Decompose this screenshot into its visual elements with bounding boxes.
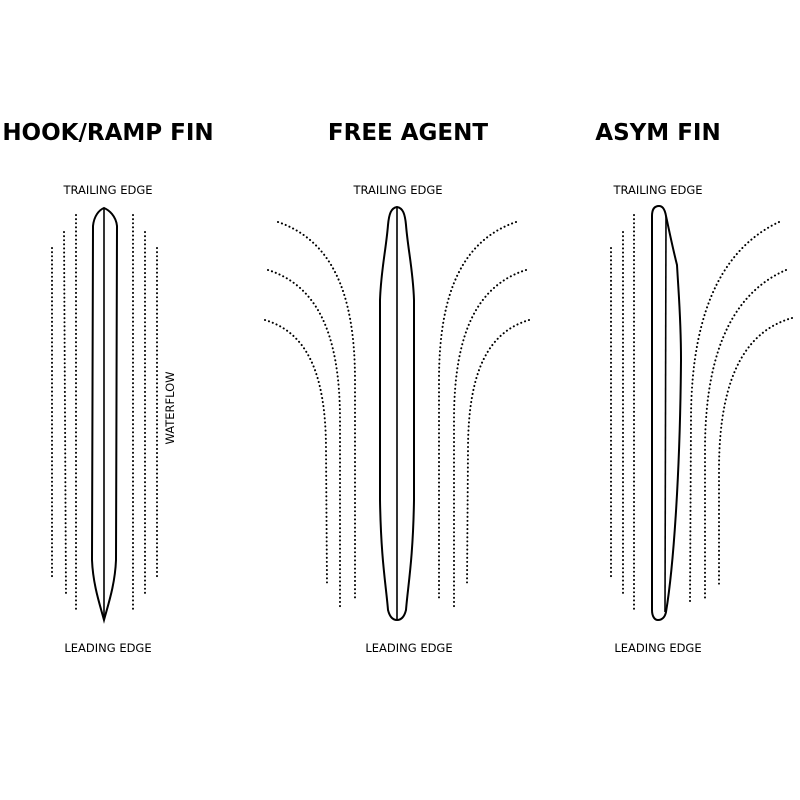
panel-free-agent: FREE AGENT TRAILING EDGE LEADING EDGE bbox=[264, 120, 530, 655]
flow-curve bbox=[704, 269, 787, 599]
trailing-edge-label: TRAILING EDGE bbox=[352, 183, 442, 197]
panel-title: ASYM FIN bbox=[595, 120, 720, 146]
flow-curve bbox=[718, 317, 793, 586]
flow-curve bbox=[267, 269, 341, 609]
panel-asym-fin: ASYM FIN TRAILING EDGE LEADING EDGE bbox=[595, 120, 793, 655]
waterflow-label: WATERFLOW bbox=[163, 371, 177, 444]
fin-chord-line bbox=[664, 215, 667, 613]
trailing-edge-label: TRAILING EDGE bbox=[612, 183, 702, 197]
leading-edge-label: LEADING EDGE bbox=[614, 641, 701, 655]
panel-title: FREE AGENT bbox=[328, 120, 488, 146]
panel-title: HOOK/RAMP FIN bbox=[2, 120, 213, 146]
flow-curve bbox=[453, 269, 527, 609]
panel-hook-ramp: HOOK/RAMP FIN TRAILING EDGE LEADING EDGE… bbox=[2, 120, 213, 655]
flow-curve bbox=[277, 221, 356, 601]
flow-line bbox=[63, 231, 67, 596]
flow-curve bbox=[264, 319, 328, 586]
leading-edge-label: LEADING EDGE bbox=[365, 641, 452, 655]
flow-curve bbox=[466, 319, 530, 586]
leading-edge-label: LEADING EDGE bbox=[64, 641, 151, 655]
flow-curve bbox=[689, 221, 780, 604]
trailing-edge-label: TRAILING EDGE bbox=[62, 183, 152, 197]
flow-curve bbox=[438, 221, 517, 601]
fin-outline bbox=[651, 204, 683, 622]
